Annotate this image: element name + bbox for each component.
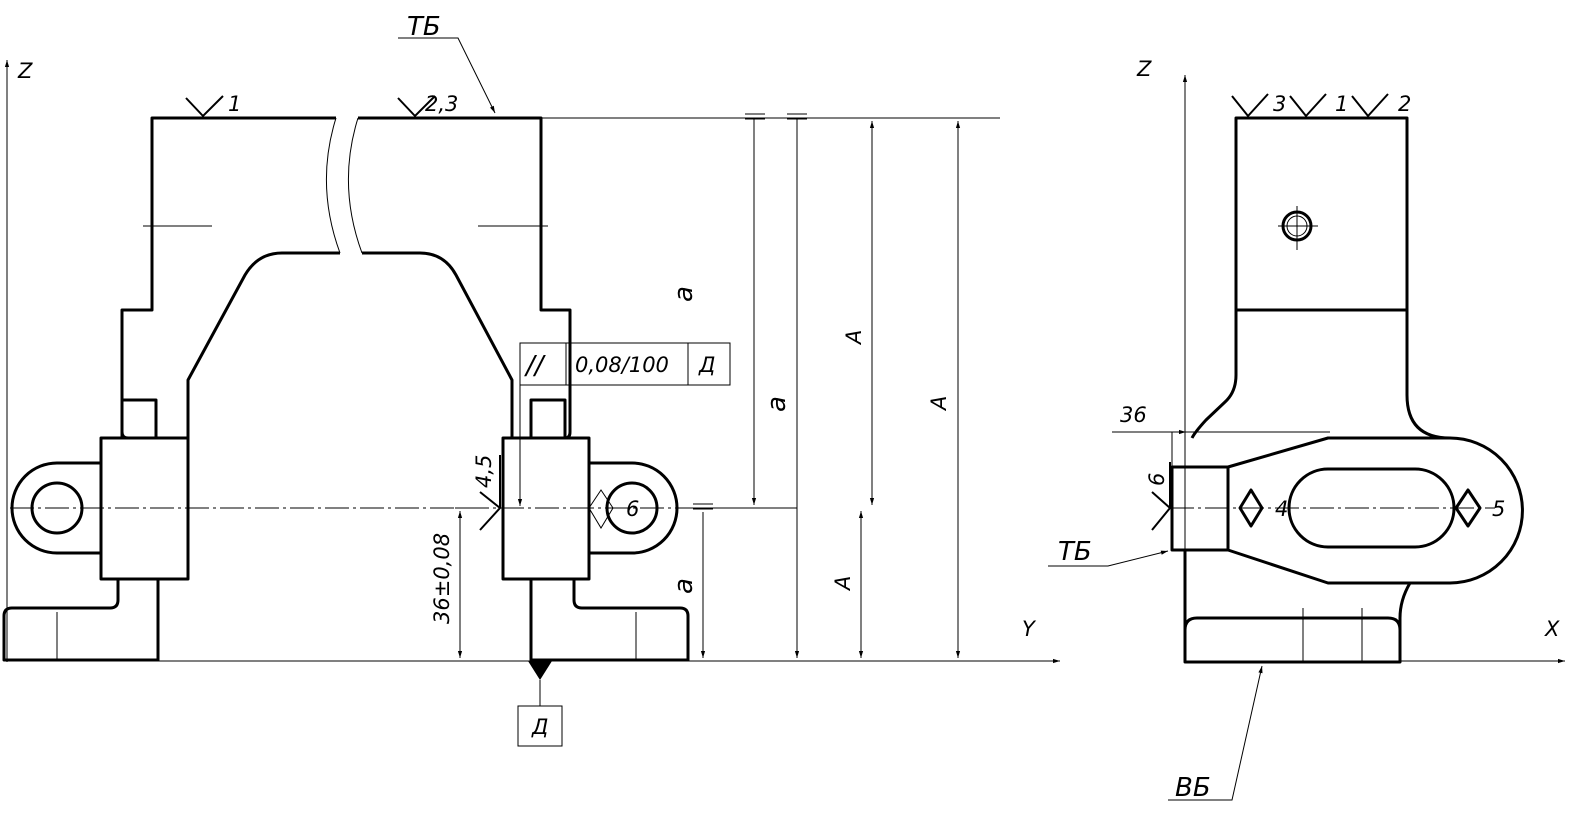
side-vb-leader: [1168, 665, 1263, 801]
front-top-check-right: [397, 95, 436, 118]
front-tb-label: ТБ: [407, 12, 441, 42]
side-check: [1151, 491, 1172, 531]
side-view: Z X 4 5 3 1 2: [1048, 57, 1565, 803]
tolerance-symbol: //: [524, 351, 547, 381]
dim-a-label-2: a: [669, 286, 699, 302]
front-left-foot: [2, 579, 160, 662]
side-vb-label: ВБ: [1175, 773, 1211, 803]
front-top-check-right-label: 2,3: [425, 92, 458, 116]
front-left-upper-boss: [120, 398, 158, 440]
dim-A-label-2: A: [831, 576, 855, 592]
tolerance-datum: Д: [698, 353, 715, 377]
side-z-axis-label: Z: [1136, 57, 1152, 81]
side-tb-label: ТБ: [1058, 537, 1092, 567]
dim-a-label-3: a: [669, 578, 699, 594]
side-tb-leader: [1048, 550, 1169, 567]
side-diamond-right: [1454, 488, 1482, 528]
side-body-right: [1405, 310, 1451, 440]
dim-36-tol-label: 36±0,08: [430, 533, 454, 624]
front-outline-right: [358, 116, 572, 440]
front-side-check: [479, 491, 502, 531]
front-right-foot: [529, 579, 690, 662]
dim-A-label-1: A: [842, 330, 866, 346]
front-view: Z Y 1 2,3: [2, 12, 1060, 747]
tolerance-frame: // 0,08/100 Д: [519, 342, 731, 386]
side-taper: [1227, 436, 1450, 585]
front-right-upper-boss: [529, 398, 567, 440]
side-top-check-3: [1351, 93, 1389, 118]
side-top-check-2: [1289, 93, 1327, 118]
break-line-left: [325, 117, 341, 254]
side-top-check-2-label: 1: [1335, 92, 1348, 116]
break-line-right: [347, 117, 363, 254]
side-slot: [1287, 467, 1456, 549]
front-top-check-left-label: 1: [228, 92, 241, 116]
dim-a-label-1: a: [762, 396, 792, 412]
front-tb-leader: [398, 37, 496, 114]
front-inner-right: [362, 251, 514, 438]
front-y-axis-label: Y: [1022, 617, 1037, 641]
side-foot: [1183, 616, 1402, 631]
datum-triangle: [528, 661, 552, 680]
front-top-check-left: [185, 95, 224, 118]
side-upper-block: [1234, 116, 1409, 312]
side-body-lower: [1183, 550, 1450, 664]
front-diamond-label: 6: [626, 497, 639, 521]
side-dim-36-label: 36: [1120, 403, 1147, 427]
side-top-check-1-label: 3: [1273, 92, 1286, 116]
front-outline-left: [120, 116, 340, 440]
side-eye: [1449, 436, 1524, 585]
front-z-axis-label: Z: [17, 59, 33, 83]
side-body-left: [1190, 310, 1238, 439]
tolerance-value: 0,08/100: [575, 353, 669, 377]
side-x-axis-label: X: [1544, 617, 1560, 641]
side-check-label: 6: [1145, 473, 1169, 486]
dim-A-label-3: A: [927, 396, 951, 412]
side-top-check-1: [1231, 93, 1269, 118]
datum-box: [517, 705, 563, 747]
side-top-check-3-label: 2: [1398, 92, 1411, 116]
side-diamond-right-label: 5: [1492, 497, 1505, 521]
front-side-check-label: 4,5: [472, 455, 496, 488]
front-diamond: [588, 489, 614, 529]
side-diamond-left: [1238, 488, 1264, 528]
tick-markers: [693, 113, 807, 510]
datum-label: Д: [531, 715, 548, 739]
side-diamond-left-label: 4: [1275, 497, 1288, 521]
